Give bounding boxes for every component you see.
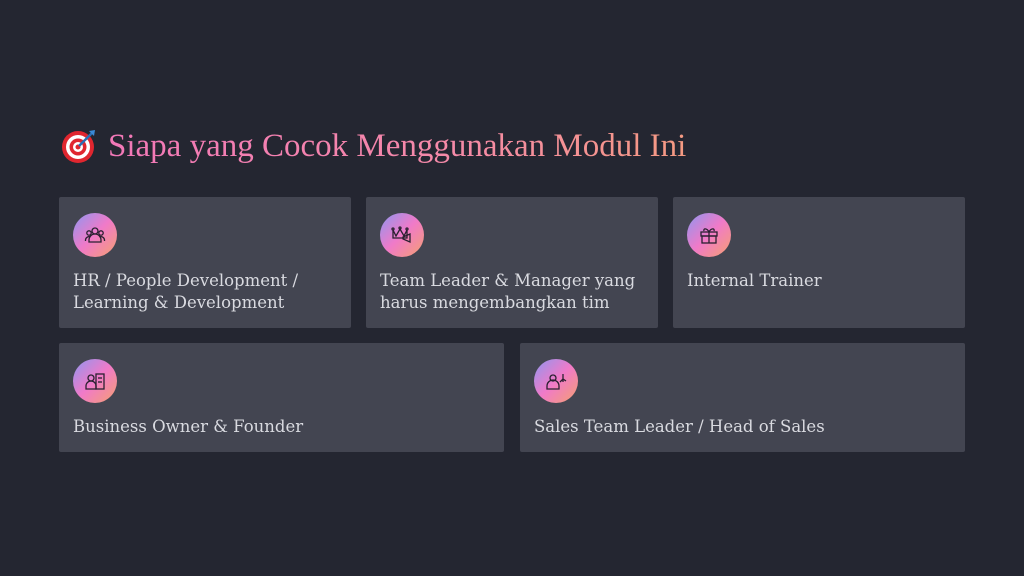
card-label: Internal Trainer: [687, 271, 822, 290]
business-owner-icon: [73, 359, 117, 403]
card-label: Team Leader & Manager yang harus mengemb…: [380, 271, 636, 312]
card-hr: HR / People Development / Learning & Dev…: [59, 197, 351, 328]
crown-megaphone-icon: [380, 213, 424, 257]
title-text: Siapa yang Cocok Menggunakan Modul Ini: [108, 127, 687, 164]
sales-leader-icon: [534, 359, 578, 403]
card-team-leader: Team Leader & Manager yang harus mengemb…: [366, 197, 658, 328]
card-label: HR / People Development / Learning & Dev…: [73, 271, 299, 312]
card-sales-leader: Sales Team Leader / Head of Sales: [520, 343, 965, 452]
people-group-icon: [73, 213, 117, 257]
card-label: Sales Team Leader / Head of Sales: [534, 417, 825, 436]
gift-icon: [687, 213, 731, 257]
card-business-owner: Business Owner & Founder: [59, 343, 504, 452]
card-internal-trainer: Internal Trainer: [673, 197, 965, 328]
target-icon: [62, 130, 95, 163]
card-label: Business Owner & Founder: [73, 417, 304, 436]
page-title: Siapa yang Cocok Menggunakan Modul Ini: [60, 124, 686, 168]
